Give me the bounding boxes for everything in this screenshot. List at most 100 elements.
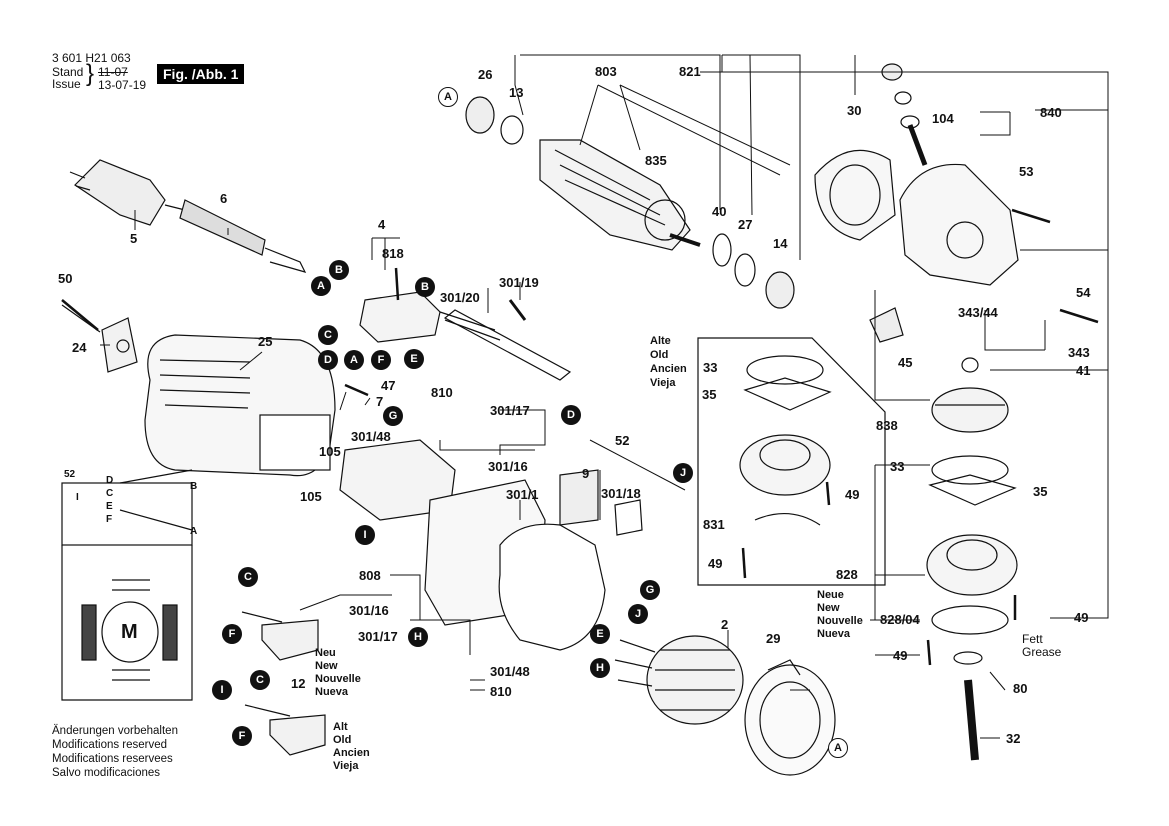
footer-note-de: Änderungen vorbehalten xyxy=(52,725,178,737)
part-label-24: 24 xyxy=(72,340,87,355)
part-label-301-16-b: 301/16 xyxy=(349,603,389,618)
bearing-flange-drawing xyxy=(926,455,1018,761)
part-label-828: 828 xyxy=(836,567,858,582)
part-label-25: 25 xyxy=(258,334,273,349)
part-label-105-a: 105 xyxy=(319,444,341,459)
part-label-821: 821 xyxy=(679,64,701,79)
old-flange-drawing xyxy=(739,355,832,526)
part-label-27: 27 xyxy=(738,217,753,232)
part-label-343: 343 xyxy=(1068,345,1090,360)
part-label-47: 47 xyxy=(381,378,396,393)
connector-j2: J xyxy=(628,604,648,624)
brush-holder-drawing xyxy=(744,659,836,776)
grease-label-en: Grease xyxy=(1022,645,1062,659)
part-label-831: 831 xyxy=(703,517,725,532)
part-label-53: 53 xyxy=(1019,164,1034,179)
part-label-50: 50 xyxy=(58,271,73,286)
connector-f3: F xyxy=(232,726,252,746)
old-bottom-label-en: Old xyxy=(333,734,352,746)
wheel-guard-drawing xyxy=(814,149,896,241)
part-label-35-b: 35 xyxy=(1033,484,1048,499)
connector-b1: B xyxy=(329,260,349,280)
part-label-301-16-a: 301/16 xyxy=(488,459,528,474)
connector-e2: E xyxy=(590,624,610,644)
part-label-49-d: 49 xyxy=(893,648,908,663)
brush-holder-small-drawing xyxy=(241,611,326,756)
connector-d2: D xyxy=(561,405,581,425)
part-label-301-17-b: 301/17 xyxy=(358,629,398,644)
part-label-49-b: 49 xyxy=(708,556,723,571)
connector-c1: C xyxy=(318,325,338,345)
connector-d1: D xyxy=(318,350,338,370)
connector-h1: H xyxy=(408,627,428,647)
figure-label: Fig. /Abb. 1 xyxy=(157,64,245,84)
wiring-terminal-c: C xyxy=(106,488,114,499)
part-label-5: 5 xyxy=(130,231,138,246)
part-label-52: 52 xyxy=(615,433,630,448)
stand-date: 11-07 xyxy=(98,65,128,79)
part-label-35-a: 35 xyxy=(702,387,717,402)
connector-g1: G xyxy=(383,406,403,426)
connector-c3: C xyxy=(250,670,270,690)
part-label-104: 104 xyxy=(932,111,954,126)
bearings-drawing xyxy=(465,96,795,309)
part-label-40: 40 xyxy=(712,204,727,219)
motor-symbol: M xyxy=(121,621,138,643)
switch-carrier-drawing xyxy=(339,439,643,651)
part-label-810-b: 810 xyxy=(490,684,512,699)
part-number: 3 601 H21 063 xyxy=(52,51,131,65)
part-label-49-c: 49 xyxy=(1074,610,1089,625)
connector-c2: C xyxy=(238,567,258,587)
part-label-343-44: 343/44 xyxy=(958,305,998,320)
part-label-808: 808 xyxy=(359,568,381,583)
footer-note-en: Modifications reserved xyxy=(52,739,168,751)
field-coil-drawing xyxy=(614,635,744,725)
wiring-terminal-e: E xyxy=(106,501,113,512)
wiring-terminal-f: F xyxy=(106,514,113,525)
wiring-terminal-a: A xyxy=(190,526,198,537)
part-label-7: 7 xyxy=(376,394,384,409)
brace-glyph: } xyxy=(86,60,95,87)
part-label-49-a: 49 xyxy=(845,487,860,502)
part-label-9: 9 xyxy=(582,466,590,481)
old-version-frame xyxy=(697,337,886,586)
part-label-45: 45 xyxy=(898,355,913,370)
gear-housing-drawing xyxy=(881,63,1019,286)
new12-label-de: Neu xyxy=(315,647,336,659)
old-label-es: Vieja xyxy=(650,377,676,389)
part-label-301-18: 301/18 xyxy=(601,486,641,501)
part-label-30: 30 xyxy=(847,103,862,118)
cover-plate-drawing xyxy=(61,304,138,373)
new12-label-es: Nueva xyxy=(315,686,349,698)
connector-g2: G xyxy=(640,580,660,600)
part-label-14: 14 xyxy=(773,236,788,251)
new12-label-fr: Nouvelle xyxy=(315,673,361,685)
old-label-de: Alte xyxy=(650,335,671,347)
old-label-en: Old xyxy=(650,349,669,361)
part-label-810-a: 810 xyxy=(431,385,453,400)
switch-assembly-drawing xyxy=(359,291,572,381)
part-label-838: 838 xyxy=(876,418,898,433)
part-label-29: 29 xyxy=(766,631,781,646)
part-label-33-a: 33 xyxy=(703,360,718,375)
wiring-terminal-d: D xyxy=(106,475,114,486)
part-label-12: 12 xyxy=(291,676,306,691)
part-label-26: 26 xyxy=(478,67,493,82)
connector-a-top: A xyxy=(438,87,458,107)
part-label-2: 2 xyxy=(721,617,729,632)
new-label-en: New xyxy=(817,602,840,614)
part-label-301-17-a: 301/17 xyxy=(490,403,530,418)
footer-note-es: Salvo modificaciones xyxy=(52,767,161,779)
part-label-301-48-b: 301/48 xyxy=(490,664,530,679)
old-bottom-label-es: Vieja xyxy=(333,760,359,772)
connector-i1: I xyxy=(355,525,375,545)
old-bottom-label-de: Alt xyxy=(333,721,348,733)
armature-drawing xyxy=(539,139,701,251)
connector-i2: I xyxy=(212,680,232,700)
old-label-fr: Ancien xyxy=(650,363,687,375)
new-label-fr: Nouvelle xyxy=(817,615,863,627)
new-label-es: Nueva xyxy=(817,628,851,640)
connector-e1: E xyxy=(404,349,424,369)
